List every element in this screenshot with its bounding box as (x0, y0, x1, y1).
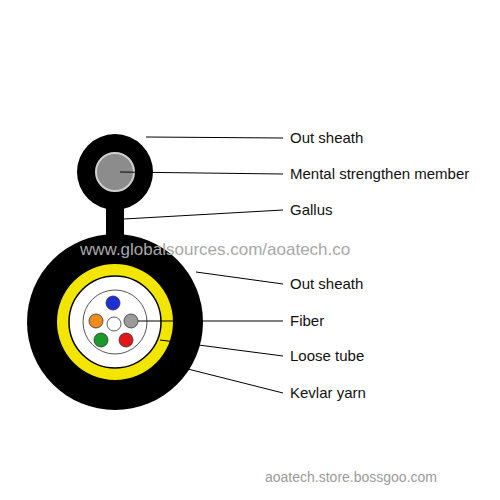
leader-line (168, 364, 283, 393)
watermark: aoatech.store.bossgoo.com (265, 470, 437, 485)
part-label: Gallus (290, 202, 333, 219)
leader-line (160, 340, 283, 356)
leader-line (146, 137, 283, 138)
part-label: Mental strengthen member (290, 166, 469, 183)
leader-line (124, 210, 283, 219)
watermark: www.globalsources.com/aoatech.co (80, 241, 350, 260)
fiber (89, 314, 103, 328)
fiber (94, 333, 108, 347)
outer-sheath-main (27, 234, 203, 410)
leader-line (138, 321, 283, 322)
loose-tube-wall (69, 276, 161, 368)
part-label: Out sheath (290, 276, 363, 293)
leader-line (120, 172, 283, 174)
leader-line (196, 272, 283, 284)
part-label: Fiber (290, 313, 324, 330)
fiber (124, 314, 138, 328)
fiber (119, 333, 133, 347)
part-label: Loose tube (290, 348, 364, 365)
fiber (106, 296, 120, 310)
part-label: Kevlar yarn (290, 385, 366, 402)
part-label: Out sheath (290, 130, 363, 147)
fiber (107, 317, 121, 331)
loose-tube (83, 290, 147, 354)
kevlar-yarn (57, 264, 173, 380)
